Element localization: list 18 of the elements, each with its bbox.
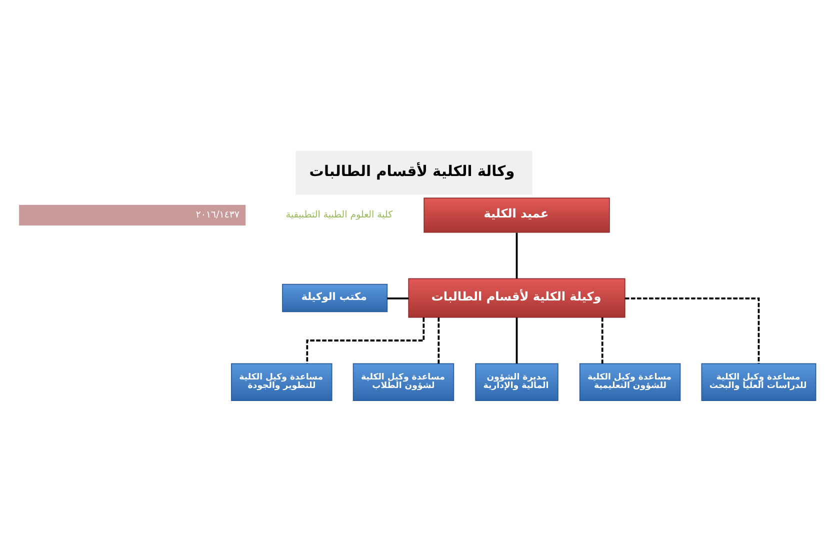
connector bbox=[438, 318, 440, 364]
connector bbox=[387, 298, 409, 300]
node-box: مكتب الوكيلة bbox=[282, 284, 388, 312]
connector bbox=[306, 318, 425, 364]
connector bbox=[601, 318, 604, 364]
node-box: عميد الكلية bbox=[424, 198, 610, 233]
connector bbox=[516, 318, 518, 364]
node-box: مساعدة وكيل الكلية لشؤون الطلاب bbox=[352, 363, 454, 401]
diagram-title: وكالة الكلية لأقسام الطالبات bbox=[309, 162, 515, 180]
connector bbox=[516, 232, 518, 278]
label: ٢٠١٦/١٤٣٧ bbox=[196, 210, 240, 221]
connector bbox=[625, 298, 760, 364]
node-box: وكيلة الكلية لأقسام الطالبات bbox=[408, 278, 626, 318]
node-box: مساعدة وكيل الكلية للدراسات العليا والبحث bbox=[701, 363, 816, 401]
node-box: مديرة الشؤون المالية والإدارية bbox=[475, 363, 558, 401]
node-box: مساعدة وكيل الكلية للتطوير والجودة bbox=[231, 363, 332, 401]
node-box: مساعدة وكيل الكلية للشؤون التعليمية bbox=[579, 363, 681, 401]
label: كلية العلوم الطبية التطبيقية bbox=[286, 210, 393, 221]
